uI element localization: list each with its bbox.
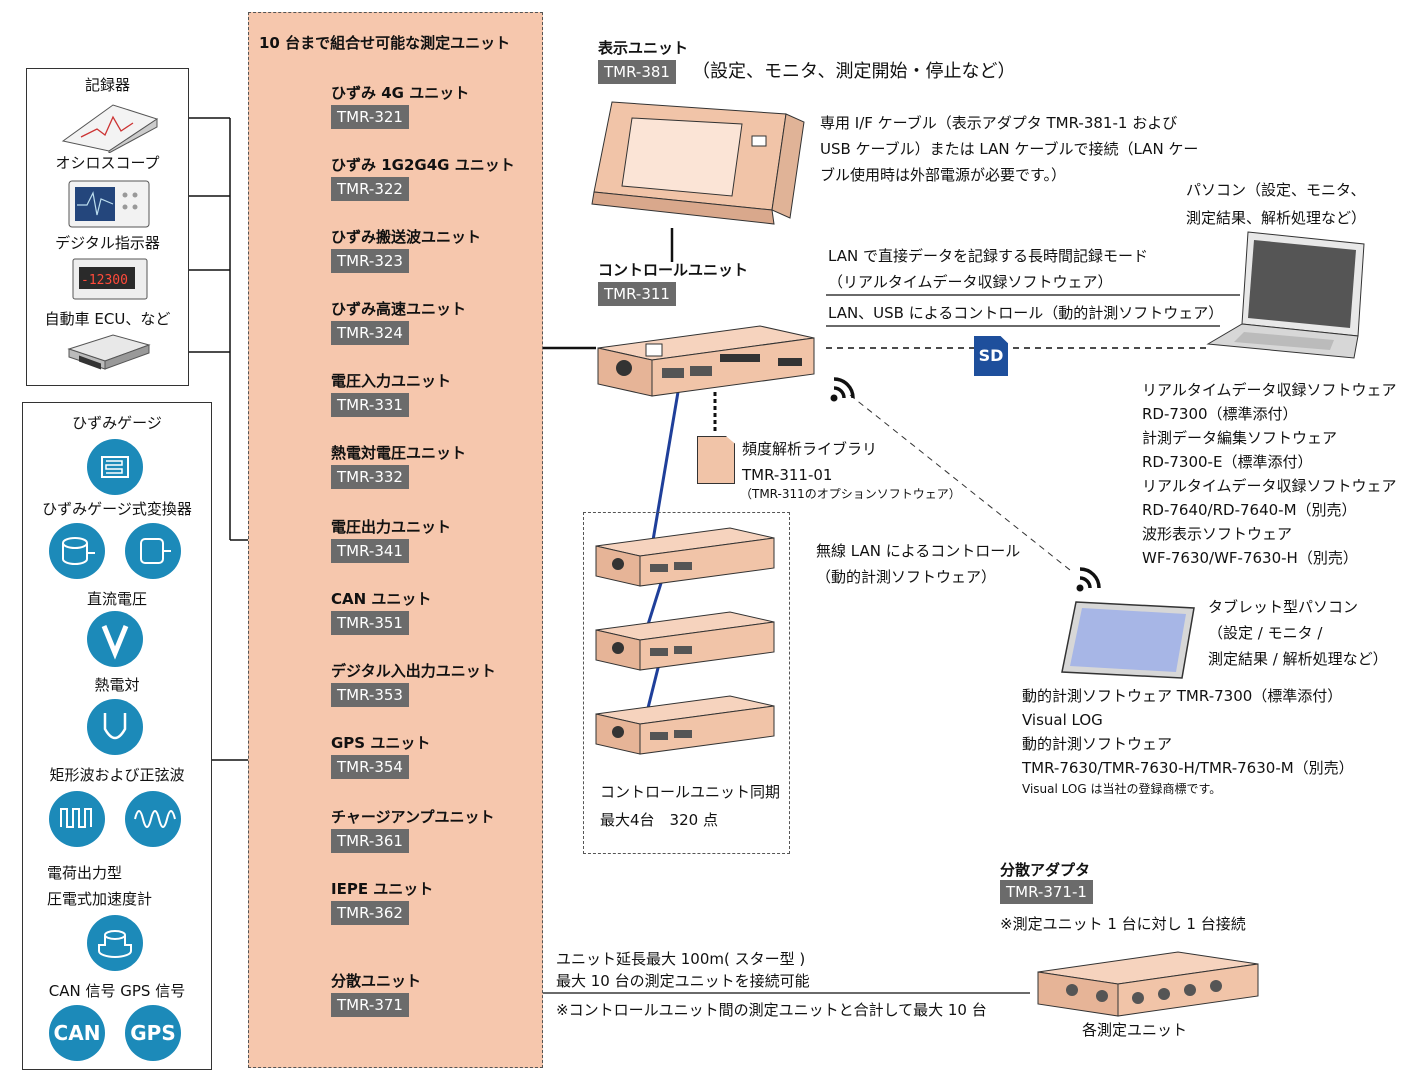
sensors-box: ひずみゲージ ひずみゲージ式変換器 直流電圧 熱電対 矩形波および正弦波 電荷出… [22,402,212,1070]
unit-name: 電圧入力ユニット [331,372,452,390]
unit-code: TMR-331 [331,393,409,417]
pc-software: リアルタイムデータ収録ソフトウェア RD-7300（標準添付） 計測データ編集ソ… [1142,381,1397,567]
accelerometer-label: 圧電式加速度計 [47,890,153,908]
unit-code: TMR-354 [331,755,409,779]
dist-adapter-note: ※測定ユニット 1 台に対し 1 台接続 [1000,915,1246,933]
laptop-icon [1206,231,1365,359]
dist-caption: 各測定ユニット [1082,1021,1188,1039]
accelerometer-icon [87,915,143,971]
strain-gauge-label: ひずみゲージ [72,414,162,432]
sync-unit-3 [595,695,775,755]
unit-code: TMR-361 [331,829,409,853]
tablet-wifi-icon [1076,567,1101,592]
unit-code: TMR-371 [331,993,409,1017]
thermocouple-label: 熱電対 [94,676,140,694]
lan-usb-control: LAN、USB によるコントロール（動的計測ソフトウェア） [828,304,1224,322]
dc-voltage-label: 直流電圧 [86,590,147,608]
gps-icon: GPS [125,1005,181,1061]
option-note: （TMR-311のオプションソフトウェア） [740,487,961,501]
unit-code: TMR-321 [331,105,409,129]
cable-note: 専用 I/F ケーブル（表示アダプタ TMR-381-1 および USB ケーブ… [820,114,1199,184]
sync-unit-2 [595,611,775,671]
digital-indicator-label: デジタル指示器 [55,234,160,252]
voltage-icon [87,611,143,667]
transducer-label: ひずみゲージ式変換器 [42,500,192,518]
pressure-transducer-icon [125,523,181,579]
unit-name: CAN ユニット [331,590,432,608]
unit-name: デジタル入出力ユニット [331,662,496,680]
sync-label: コントロールユニット同期 最大4台 320 点 [600,783,781,829]
recorder-label: 記録器 [84,76,130,94]
unit-name: ひずみ搬送波ユニット [331,228,482,246]
recorders-box: 記録器 オシロスコープ デジタル指示器 -12300 自動車 ECU、など [26,68,189,386]
unit-name: ひずみ 1G2G4G ユニット [331,156,515,174]
wireless-label: 無線 LAN によるコントロール （動的計測ソフトウェア） [816,542,1021,586]
thermocouple-icon [87,699,143,755]
display-unit-code: TMR-381 [598,60,676,84]
dist-total-note: ※コントロールユニット間の測定ユニットと合計して最大 10 台 [556,1001,987,1019]
option-sd-icon [697,436,735,484]
unit-code: TMR-323 [331,249,409,273]
unit-name: 熱電対電圧ユニット [331,444,467,462]
display-unit-title: 表示ユニット [598,39,689,57]
tablet-icon [1061,601,1195,679]
tablet-software: 動的計測ソフトウェア TMR-7300（標準添付） Visual LOG 動的計… [1022,687,1354,777]
unit-code: TMR-332 [331,465,409,489]
option-label: 頻度解析ライブラリ TMR-311-01 [742,440,878,484]
display-unit-note: （設定、モニタ、測定開始・停止など） [692,61,1016,82]
unit-name: IEPE ユニット [331,880,434,898]
control-unit-title: コントロールユニット [598,261,749,279]
wifi-icon [830,377,855,402]
unit-code: TMR-362 [331,901,409,925]
square-wave-icon [49,791,105,847]
unit-code: TMR-324 [331,321,409,345]
lan-mode-1: LAN で直接データを記録する長時間記録モード [828,247,1148,265]
wave-label: 矩形波および正弦波 [49,766,185,784]
load-cell-icon [49,523,105,579]
tablet-label: タブレット型パソコン （設定 / モニタ / 測定結果 / 解析処理など） [1208,598,1388,668]
control-unit-code: TMR-311 [598,282,676,306]
unit-code: TMR-322 [331,177,409,201]
recorder-icon [61,104,159,153]
dist-adapter-title: 分散アダプタ [1000,861,1091,879]
units-panel: 10 台まで組合せ可能な測定ユニット ひずみ 4G ユニット TMR-321 ひずみ… [248,12,543,1068]
control-unit-device [597,325,815,397]
display-unit-device [591,101,805,225]
unit-name: 分散ユニット [331,972,422,990]
lan-mode-2: （リアルタイムデータ収録ソフトウェア） [828,273,1113,291]
can-gps-label: CAN 信号 GPS 信号 [48,982,186,1000]
sync-box [583,512,790,854]
digital-indicator-icon [72,258,148,300]
unit-name: 電圧出力ユニット [331,518,452,536]
ecu-icon [67,334,151,370]
strain-gauge-icon [87,439,143,495]
sine-wave-icon [125,791,181,847]
unit-name: ひずみ 4G ユニット [331,84,470,102]
unit-code: TMR-353 [331,683,409,707]
charge-output-label: 電荷出力型 [47,864,123,882]
indicator-readout: -12300 [81,273,128,288]
unit-name: チャージアンプユニット [331,808,495,826]
unit-name: GPS ユニット [331,734,431,752]
unit-code: TMR-341 [331,539,409,563]
trademark-note: Visual LOG は当社の登録商標です。 [1022,782,1222,796]
units-panel-title: 10 台まで組合せ可能な測定ユニット [259,34,511,52]
oscilloscope-icon [68,180,150,228]
unit-name: ひずみ高速ユニット [331,300,467,318]
sync-unit-1 [595,527,775,587]
oscilloscope-label: オシロスコープ [55,154,160,172]
ecu-label: 自動車 ECU、など [44,310,171,328]
dist-adapter-code: TMR-371-1 [1000,880,1093,904]
dist-adapter-device [1037,951,1259,1017]
can-icon: CAN [49,1005,105,1061]
unit-code: TMR-351 [331,611,409,635]
sd-card-icon: SD [974,336,1008,376]
pc-label: パソコン（設定、モニタ、 測定結果、解析処理など） [1186,181,1367,227]
dist-ext-note: ユニット延長最大 100m( スター型 ) 最大 10 台の測定ユニットを接続可… [556,950,810,990]
